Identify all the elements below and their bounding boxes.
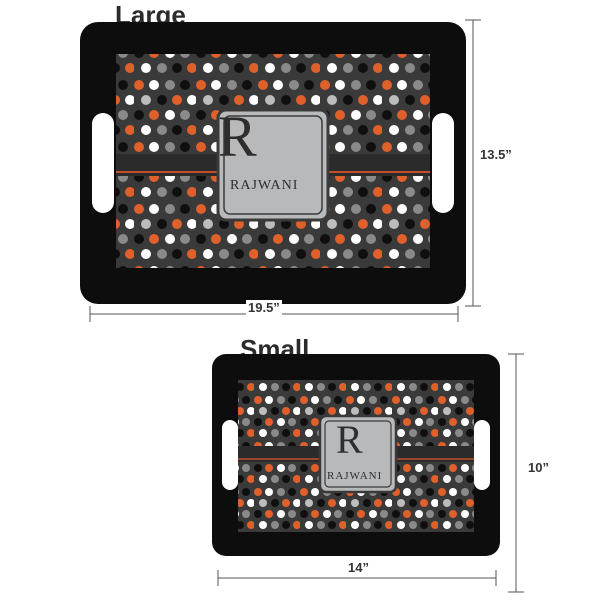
small-height-dimension-line bbox=[508, 353, 524, 593]
small-monogram-name: RAJWANI bbox=[327, 470, 383, 482]
small-width-dimension-line bbox=[217, 570, 497, 586]
small-monogram-letter: R bbox=[336, 417, 363, 462]
small-width-label: 14” bbox=[346, 560, 371, 575]
small-tray bbox=[208, 350, 504, 560]
small-tray-graphic bbox=[212, 354, 500, 556]
large-monogram-letter: R bbox=[218, 104, 257, 169]
large-height-dimension-line bbox=[465, 19, 481, 307]
large-width-label: 19.5” bbox=[246, 300, 282, 315]
small-height-label: 10” bbox=[526, 460, 551, 475]
large-tray bbox=[72, 18, 472, 308]
large-height-label: 13.5” bbox=[478, 147, 514, 162]
large-tray-graphic bbox=[80, 22, 466, 304]
large-monogram-name: RAJWANI bbox=[230, 178, 299, 193]
